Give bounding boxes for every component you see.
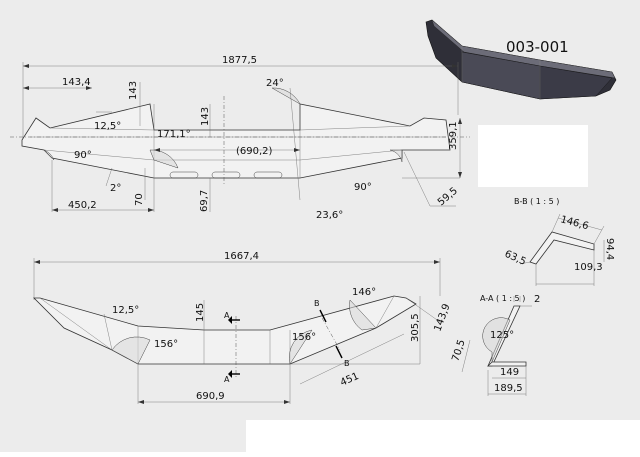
dim-h-69: 69,7 bbox=[199, 190, 210, 212]
dim-bb-bottom: 109,3 bbox=[574, 262, 603, 273]
dim-right-angle-right: 90° bbox=[354, 182, 372, 193]
dim-span: (690,2) bbox=[236, 146, 273, 157]
top-view: 1877,5 143,4 143 12,5° 171,1° 143 24° (6… bbox=[10, 55, 470, 221]
dim-height: 359,1 bbox=[448, 121, 459, 150]
section-b-bottom: B bbox=[344, 359, 350, 368]
dim-angle-bottom: 23,6° bbox=[316, 210, 343, 221]
drawing-title: 003-001 bbox=[506, 38, 569, 56]
section-bb: B-B ( 1 : 5 ) 146,6 94,4 63,5 109,3 bbox=[503, 197, 615, 286]
dim-front-angle-left: 12,5° bbox=[112, 305, 139, 316]
dim-front-side: 143,9 bbox=[432, 302, 452, 333]
dim-aa-thickness: 2 bbox=[534, 294, 540, 305]
section-a-top: A bbox=[224, 311, 230, 320]
section-aa: A-A ( 1 : 5 ) 2 125° 70,5 149 189,5 bbox=[450, 294, 540, 396]
section-b-top: B bbox=[314, 299, 320, 308]
dim-front-inner-right: 156° bbox=[292, 332, 316, 343]
dim-right-angle-left: 90° bbox=[74, 150, 92, 161]
dim-bb-top: 146,6 bbox=[559, 214, 590, 232]
dim-aa-angle: 125° bbox=[490, 330, 514, 341]
dim-bb-right: 94,4 bbox=[604, 238, 615, 260]
dim-h-left: 143 bbox=[128, 81, 139, 100]
dim-front-overall: 1667,4 bbox=[224, 251, 259, 262]
section-a-bottom: A bbox=[224, 375, 230, 384]
section-bb-label: B-B ( 1 : 5 ) bbox=[514, 197, 559, 206]
dim-front-corner: 146° bbox=[352, 287, 376, 298]
dim-angle-top: 24° bbox=[266, 78, 284, 89]
dim-front-height: 305,5 bbox=[410, 313, 421, 342]
front-view: 1667,4 12,5° 156° 145 A A 156° B B 146° … bbox=[33, 251, 453, 404]
dim-bb-left: 63,5 bbox=[503, 249, 528, 268]
dim-end-right: 59,5 bbox=[436, 186, 460, 209]
dim-angle-left: 12,5° bbox=[94, 121, 121, 132]
dim-overall: 1877,5 bbox=[222, 55, 257, 66]
dim-angle-center: 171,1° bbox=[157, 129, 191, 140]
dim-bend: 2° bbox=[110, 183, 121, 194]
isometric-preview bbox=[425, 19, 617, 100]
dim-front-base: 690,9 bbox=[196, 391, 225, 402]
dim-front-h-center: 145 bbox=[195, 303, 206, 322]
dim-end: 143,4 bbox=[62, 77, 91, 88]
dim-aa-inner: 149 bbox=[500, 367, 519, 378]
dim-h-center: 143 bbox=[200, 107, 211, 126]
dim-bottom-left: 450,2 bbox=[68, 200, 97, 211]
dim-aa-outer: 189,5 bbox=[494, 383, 523, 394]
blank-panel bbox=[478, 125, 588, 187]
section-aa-label: A-A ( 1 : 5 ) bbox=[480, 294, 525, 303]
blank-footer bbox=[246, 420, 640, 452]
dim-h-70: 70 bbox=[134, 193, 145, 206]
dim-front-inner-left: 156° bbox=[154, 339, 178, 350]
dim-front-diag: 451 bbox=[339, 371, 361, 389]
